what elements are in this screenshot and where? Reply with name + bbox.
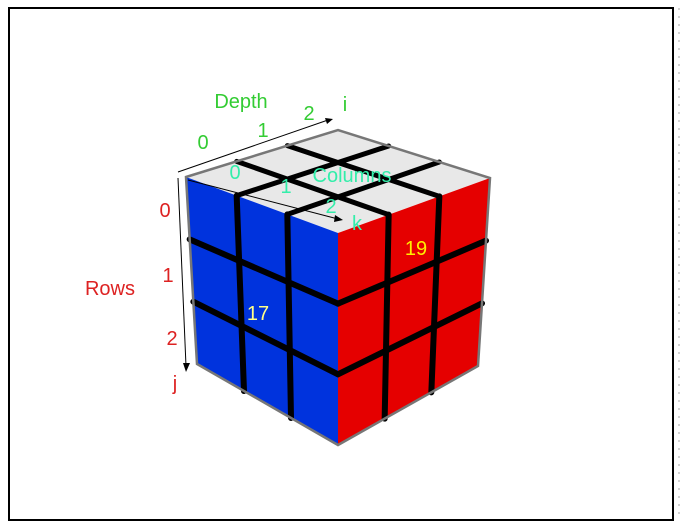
right-grid-line-u2 bbox=[428, 193, 443, 396]
depth-axis-arrowhead bbox=[325, 118, 333, 124]
columns-tick-0: 0 bbox=[229, 162, 240, 184]
front-face-cell-value: 17 bbox=[247, 303, 269, 325]
right-grid-line-u1 bbox=[381, 211, 392, 422]
columns-tick-1: 1 bbox=[280, 176, 291, 198]
cube-outline bbox=[184, 128, 492, 447]
right-grid-line-v2 bbox=[335, 300, 485, 378]
rows-tick-2: 2 bbox=[166, 328, 177, 350]
columns-label: Columns bbox=[313, 165, 392, 187]
cube-grid bbox=[186, 143, 489, 422]
cube bbox=[184, 128, 492, 447]
right-face-cell-value: 19 bbox=[405, 238, 427, 260]
depth-tick-0: 0 bbox=[197, 132, 208, 154]
depth-axis-line bbox=[177, 119, 329, 173]
top-grid-line-u1 bbox=[234, 143, 392, 199]
cube-right-face bbox=[338, 178, 490, 445]
depth-tick-1: 1 bbox=[257, 120, 268, 142]
columns-tick-2: 2 bbox=[325, 196, 336, 218]
columns-index-label: k bbox=[352, 213, 363, 235]
top-grid-line-v2 bbox=[284, 143, 442, 199]
rows-tick-0: 0 bbox=[159, 200, 170, 222]
top-grid-line-v1 bbox=[234, 158, 392, 218]
depth-tick-2: 2 bbox=[303, 103, 314, 125]
top-grid-line-u2 bbox=[284, 159, 442, 217]
rows-label: Rows bbox=[85, 278, 135, 300]
diagram-frame bbox=[8, 7, 674, 521]
front-grid-line-v2 bbox=[190, 298, 341, 378]
rows-axis-arrowhead bbox=[183, 363, 190, 372]
rows-axis-line bbox=[177, 177, 187, 367]
rows-tick-1: 1 bbox=[162, 265, 173, 287]
right-grid-line-v1 bbox=[335, 237, 489, 307]
depth-axis: Depth i 0 1 2 bbox=[177, 91, 347, 173]
columns-axis: Columns k 0 1 2 bbox=[187, 162, 392, 235]
columns-axis-arrowhead bbox=[334, 215, 343, 222]
rows-index-label: j bbox=[172, 373, 177, 395]
rows-axis: Rows j 0 1 2 bbox=[85, 177, 190, 395]
front-grid-line-v1 bbox=[186, 236, 341, 307]
front-grid-line-u2 bbox=[284, 211, 294, 421]
columns-axis-line bbox=[187, 179, 339, 220]
depth-label: Depth bbox=[214, 91, 267, 113]
cube-front-face bbox=[186, 177, 338, 445]
cube-top-face bbox=[186, 130, 490, 233]
depth-index-label: i bbox=[343, 94, 347, 116]
front-grid-line-u1 bbox=[233, 192, 247, 394]
